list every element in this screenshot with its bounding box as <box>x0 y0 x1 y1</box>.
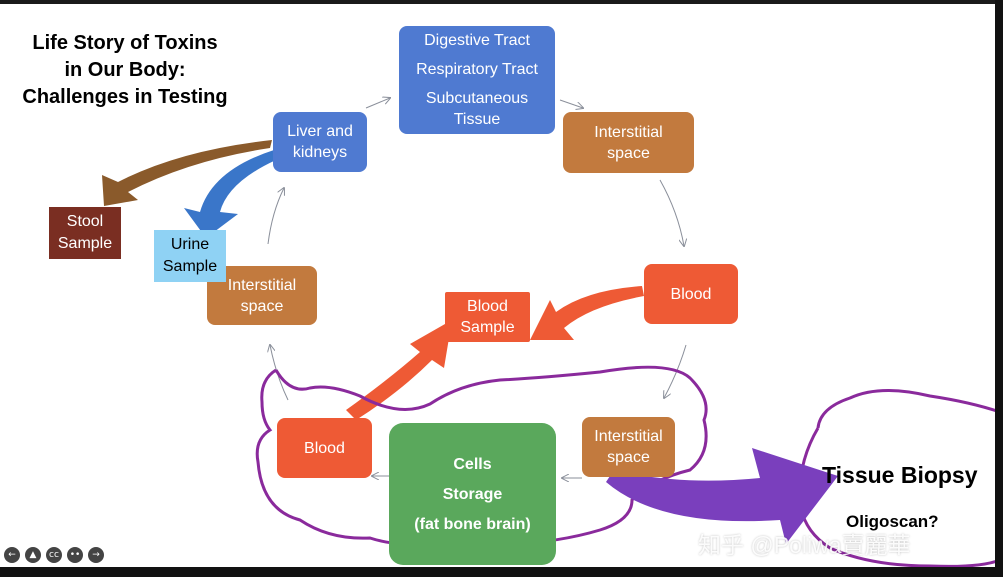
brown-arrow <box>102 140 272 206</box>
cells-storage-box: Cells Storage (fat bone brain) <box>389 423 556 565</box>
orange-arrow-right <box>530 286 644 340</box>
box-label: Sample <box>460 319 515 336</box>
blood-right-box: Blood <box>644 264 738 324</box>
urine-sample-box: Urine Sample <box>154 230 226 282</box>
interstitial-space-bottom-box: Interstitial space <box>582 417 675 477</box>
top-border <box>0 0 1003 4</box>
page-title: Life Story of Toxins in Our Body: Challe… <box>10 30 240 111</box>
more-icon[interactable]: •• <box>67 547 83 563</box>
tissue-biopsy-title: Tissue Biopsy <box>822 462 978 488</box>
box-label: (fat bone brain) <box>414 515 531 533</box>
entry-routes-box: Digestive Tract Respiratory Tract Subcut… <box>399 26 555 134</box>
liver-kidneys-box: Liver and kidneys <box>273 112 367 172</box>
bottom-border <box>0 567 1003 577</box>
title-line: Challenges in Testing <box>22 86 228 108</box>
entry-route: Respiratory Tract <box>416 61 538 78</box>
interstitial-space-top-box: Interstitial space <box>563 112 694 173</box>
entry-route: Tissue <box>453 111 501 128</box>
arrow-interstitial-to-liver <box>267 188 284 245</box>
stool-sample-box: Stool Sample <box>49 207 121 259</box>
box-label: space <box>607 144 650 162</box>
box-label: kidneys <box>292 144 348 161</box>
entry-route: Subcutaneous <box>425 90 529 107</box>
captions-icon[interactable]: cc <box>46 547 62 563</box>
box-label: Blood <box>304 439 345 457</box>
arrow-interstitial-to-blood <box>659 179 684 246</box>
title-line: Life Story of Toxins <box>32 32 218 54</box>
oligoscan-label: Oligoscan? <box>846 512 939 531</box>
box-label: Cells <box>453 455 492 473</box>
box-label: Sample <box>162 258 218 275</box>
box-label: Interstitial <box>594 428 663 445</box>
box-label: Blood <box>467 298 508 315</box>
next-icon[interactable]: → <box>88 547 104 563</box>
box-label: Sample <box>57 235 113 252</box>
right-border <box>995 0 1003 577</box>
watermark: 知乎 @Poliwa賣麗華 <box>698 532 911 558</box>
blood-left-box: Blood <box>277 418 372 478</box>
box-label: Storage <box>442 485 503 503</box>
arrow-entry-to-interstitial <box>559 99 583 108</box>
prev-icon[interactable]: ← <box>4 547 20 563</box>
slideshow-controls: ← ▲ cc •• → <box>4 547 104 563</box>
box-label: Urine <box>170 236 210 253</box>
blue-arrow <box>184 150 276 238</box>
big-purple-arrow <box>606 448 838 544</box>
blood-sample-box: Blood Sample <box>445 292 530 342</box>
box-label: Blood <box>670 285 712 303</box>
box-label: Liver and <box>287 123 353 140</box>
box-label: space <box>240 297 284 315</box>
pen-icon[interactable]: ▲ <box>25 547 41 563</box>
box-label: Stool <box>66 213 104 230</box>
entry-route: Digestive Tract <box>424 32 530 49</box>
arrow-liver-to-entry <box>365 98 390 109</box>
orange-arrow-left <box>346 320 452 420</box>
box-label: Interstitial <box>594 123 663 141</box>
title-line: in Our Body: <box>64 59 186 81</box>
box-label: Interstitial <box>227 276 297 294</box>
box-label: space <box>607 449 650 466</box>
